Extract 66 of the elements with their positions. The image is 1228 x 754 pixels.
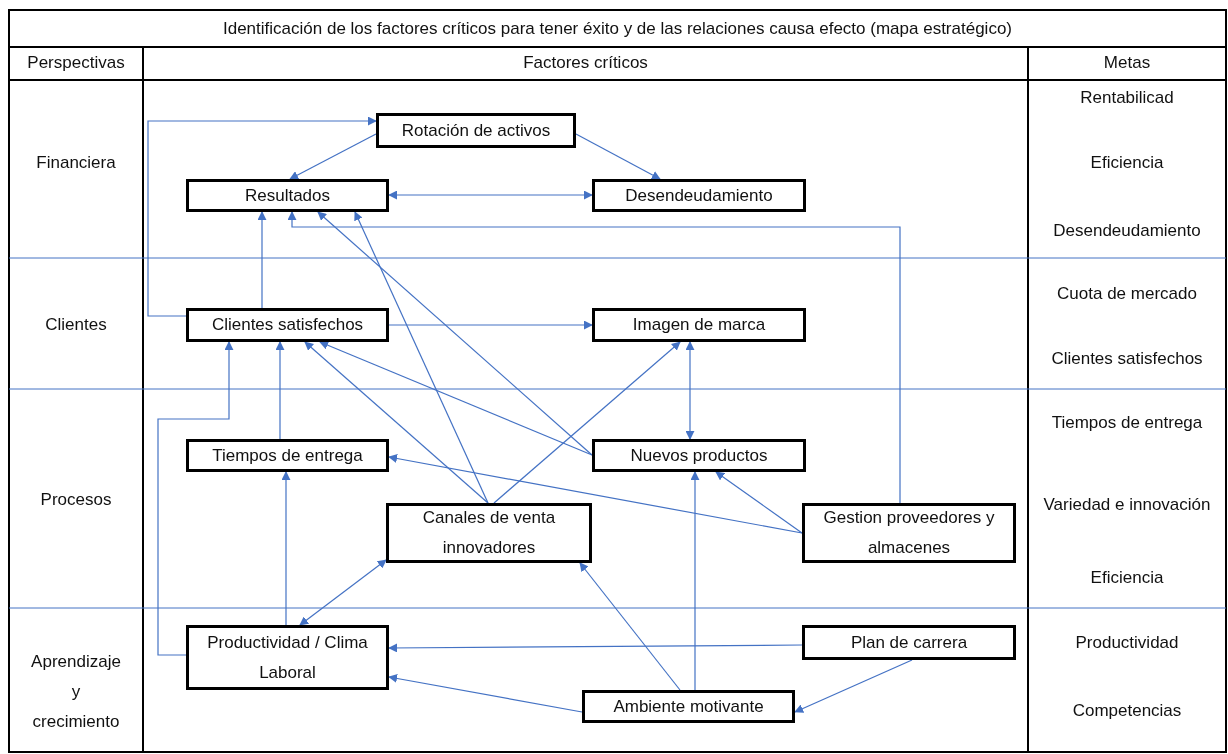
goal-text: Eficiencia <box>1090 152 1164 174</box>
arrow <box>685 341 695 440</box>
factor-label: Plan de carrera <box>850 631 968 654</box>
goal-text: Productividad <box>1075 632 1179 654</box>
goal-text: Variedad e innovación <box>1043 494 1211 516</box>
column-header: Metas <box>1103 52 1151 74</box>
goal-text: Rentabilicad <box>1080 87 1174 109</box>
factor-label: Resultados <box>244 184 331 207</box>
arrow <box>575 133 661 180</box>
arrow <box>317 211 593 456</box>
factor-label: Tiempos de entrega <box>212 444 363 467</box>
factor-box <box>186 179 389 212</box>
arrow <box>147 116 377 317</box>
factor-label: Rotación de activos <box>401 119 551 142</box>
column-header: Perspectivas <box>27 52 125 74</box>
column-header: Factores críticos <box>523 52 648 74</box>
factor-box <box>592 308 806 342</box>
arrow <box>319 340 593 456</box>
factor-box <box>186 308 389 342</box>
goal-text: Tiempos de entrega <box>1051 412 1203 434</box>
arrow <box>690 471 700 691</box>
arrow <box>304 341 489 504</box>
factor-box <box>376 113 576 148</box>
arrow <box>493 341 681 504</box>
arrow <box>794 659 913 713</box>
factor-box <box>186 625 389 690</box>
row-label: Clientes <box>45 314 107 336</box>
factor-label: Clientes satisfechos <box>211 314 364 336</box>
factor-box <box>592 179 806 212</box>
arrow <box>579 562 681 691</box>
factor-label: Gestion proveedores y almacenes <box>822 507 996 559</box>
arrow <box>157 341 234 656</box>
factor-label: Ambiente motivante <box>613 695 764 718</box>
arrow <box>388 674 583 713</box>
factor-label: Canales de venta innovadores <box>421 507 557 559</box>
factor-box <box>386 503 592 563</box>
factor-label: Productividad / Clima Laboral <box>206 631 369 684</box>
row-label: Financiera <box>36 152 116 174</box>
arrow <box>388 454 803 534</box>
arrow <box>715 471 803 534</box>
goal-text: Clientes satisfechos <box>1051 348 1203 370</box>
arrow <box>281 471 291 626</box>
factor-label: Imagen de marca <box>632 314 766 336</box>
arrow <box>354 211 489 504</box>
arrow <box>287 211 901 504</box>
goal-text: Competencias <box>1072 700 1182 722</box>
arrow <box>388 320 593 330</box>
goal-text: Cuota de mercado <box>1057 283 1197 305</box>
table-title: Identificación de los factores críticos para tener éxito y de las relaciones causa efecto (mapa estratégico) <box>222 17 1013 40</box>
arrow <box>299 559 387 626</box>
factor-box <box>802 503 1016 563</box>
arrow <box>388 190 593 200</box>
goal-text: Eficiencia <box>1090 567 1164 589</box>
row-label: Aprendizaje y crecimiento <box>30 651 122 733</box>
factor-box <box>802 625 1016 660</box>
goal-text: Desendeudamiento <box>1053 220 1201 242</box>
factor-box <box>592 439 806 472</box>
arrow <box>257 211 267 309</box>
arrow <box>388 643 803 653</box>
arrow <box>289 133 377 180</box>
row-label: Procesos <box>40 489 112 511</box>
factor-box <box>186 439 389 472</box>
factor-label: Nuevos productos <box>630 444 768 467</box>
factor-label: Desendeudamiento <box>625 184 773 207</box>
arrow <box>275 341 285 440</box>
factor-box <box>582 690 795 723</box>
